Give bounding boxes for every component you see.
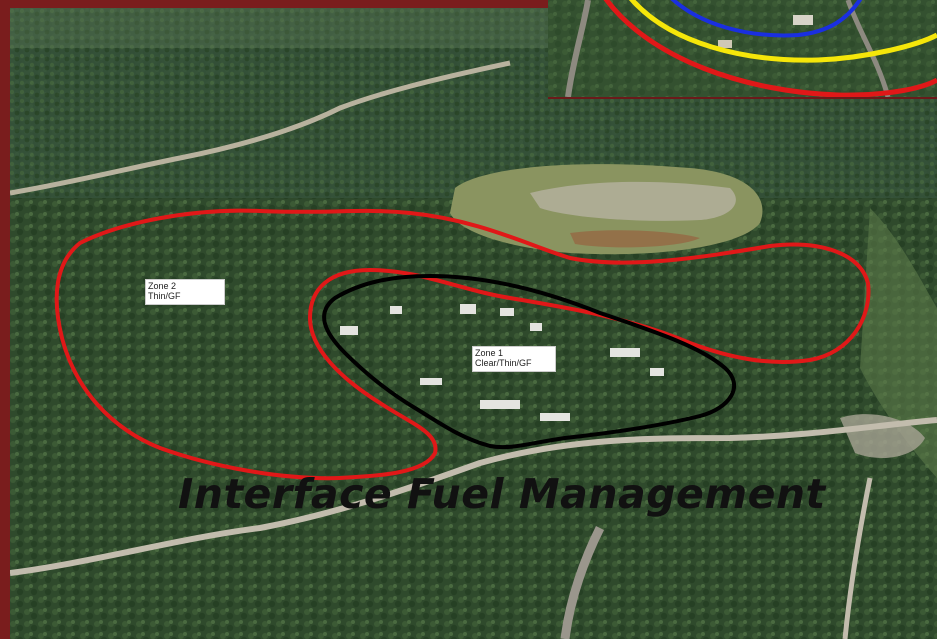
zone2-label-line2: Thin/GF [148, 291, 181, 301]
forest-scene [10, 8, 937, 639]
side-road [560, 525, 605, 639]
inset-red-ring [603, 0, 937, 97]
slide-title: Interface Fuel Management [178, 470, 826, 518]
main-road [10, 417, 937, 576]
inset-blue-ring [670, 0, 863, 38]
houses [340, 304, 664, 421]
zone1-label-line2: Clear/Thin/GF [475, 358, 532, 368]
zone2-outline [54, 208, 871, 481]
zone2-label-line1: Zone 2 [148, 281, 177, 291]
aerial-photo: Zone 2 Thin/GF Zone 1 Clear/Thin/GF [10, 8, 937, 639]
zone1-outline [322, 273, 737, 450]
distant-road [10, 60, 511, 196]
inset-photo [548, 0, 937, 99]
zone1-label-line1: Zone 1 [475, 348, 504, 358]
zone2-label: Zone 2 Thin/GF [145, 279, 225, 305]
inset-yellow-ring [629, 0, 937, 63]
zone1-label: Zone 1 Clear/Thin/GF [472, 346, 556, 372]
inset-zone-rings [548, 0, 937, 97]
